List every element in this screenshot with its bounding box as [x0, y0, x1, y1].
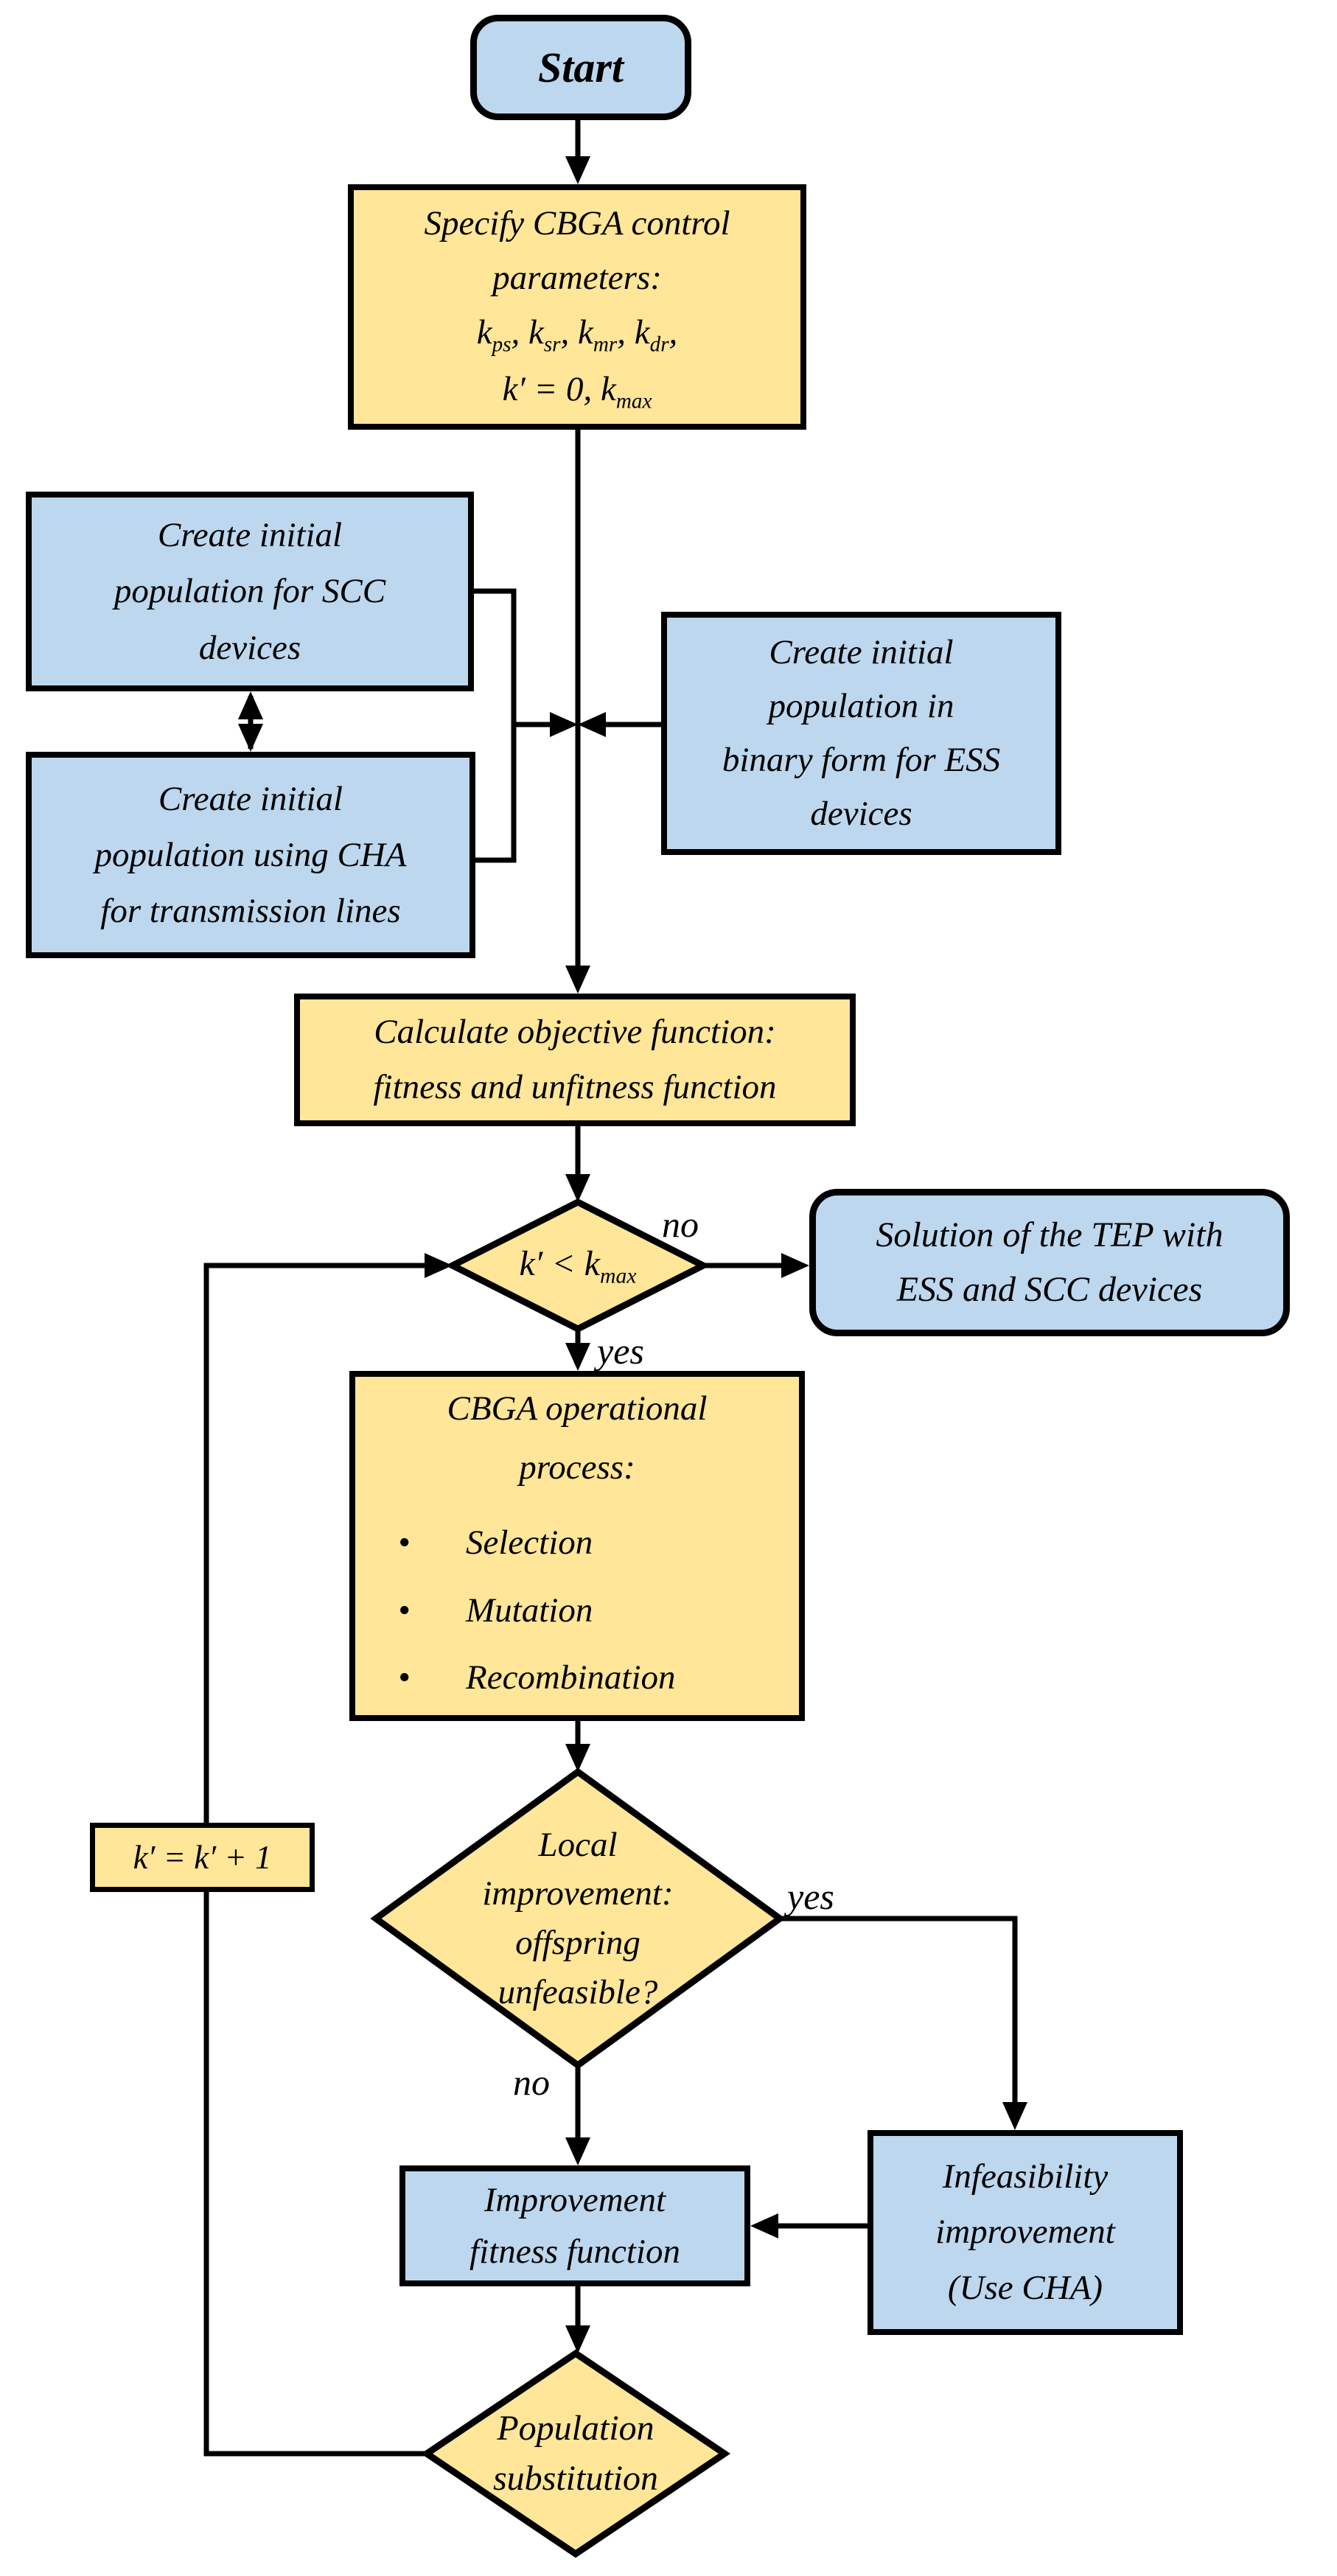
solution-line: Solution of the TEP with [876, 1215, 1223, 1254]
infeasibility-node: Infeasibility improvement (Use CHA) [868, 2130, 1183, 2335]
specify-line1: Specify CBGA control [424, 203, 730, 242]
calc-line: fitness and unfitness function [373, 1068, 777, 1106]
iteration-yes-label: yes [597, 1330, 644, 1372]
arrowhead-bracket-junction [550, 712, 578, 737]
k-increment-label: k′ = k′ + 1 [133, 1838, 272, 1876]
ess-line: devices [810, 794, 912, 833]
ess-line: binary form for ESS [722, 741, 1001, 779]
edge-scc-cha-bracket [474, 588, 517, 863]
calc-objective-node: Calculate objective function: fitness an… [294, 994, 856, 1126]
create-cha-node: Create initial population using CHA for … [26, 752, 475, 958]
local-line: offspring [515, 1924, 640, 1962]
arrowhead-ess-junction [578, 712, 606, 737]
arrowhead-decision-iter [565, 1174, 590, 1202]
start-node: Start [470, 15, 691, 120]
arrowhead-double-up [238, 691, 263, 719]
arrowhead-solution [781, 1253, 809, 1278]
local-line: unfeasible? [498, 1972, 658, 2011]
arrowhead-loop-into-decision [425, 1253, 453, 1278]
calc-line: Calculate objective function: [374, 1012, 776, 1051]
start-label: Start [537, 43, 624, 91]
arrowhead-calc [565, 966, 590, 994]
arrowhead-specify [565, 156, 590, 184]
arrowhead-decision-local [565, 1744, 590, 1772]
specify-init-line: k′ = 0, kmax [502, 369, 652, 413]
cha-line: population using CHA [94, 835, 407, 874]
cha-line: Create initial [158, 779, 343, 818]
solution-node: Solution of the TEP with ESS and SCC dev… [809, 1189, 1290, 1336]
decision-iteration-label: k′ < kmax [519, 1244, 637, 1288]
create-ess-node: Create initial population in binary form… [661, 612, 1061, 855]
arrowhead-cbga [565, 1343, 590, 1371]
ess-line: population in [768, 687, 954, 726]
decision-local-label: Local improvement: offspring unfeasible? [376, 1772, 780, 2065]
fitness-line: Improvement [484, 2180, 666, 2219]
local-line: improvement: [482, 1874, 674, 1913]
local-yes-label: yes [787, 1876, 834, 1917]
cbga-bullet-recombination: •Recombination [355, 1644, 799, 1712]
arrowhead-fitness [565, 2137, 590, 2165]
population-substitution-label: Population substitution [427, 2353, 725, 2554]
cbga-title-line: CBGA operational [447, 1389, 708, 1428]
ess-line: Create initial [769, 633, 954, 672]
scc-line: Create initial [157, 516, 343, 555]
infeasibility-line: Infeasibility [942, 2157, 1109, 2196]
substitution-line: Population [497, 2408, 654, 2448]
k-increment-node: k′ = k′ + 1 [90, 1823, 315, 1892]
infeasibility-line: improvement [935, 2213, 1115, 2252]
bullet-icon: • [398, 1591, 411, 1630]
bullet-icon: • [398, 1658, 411, 1697]
edge-localyes-to-infeasibility [780, 1916, 1018, 2104]
specify-parameters-node: Specify CBGA control parameters: kps, ks… [348, 184, 806, 430]
infeasibility-line: (Use CHA) [947, 2268, 1103, 2307]
local-line: Local [538, 1825, 618, 1864]
arrowhead-double-down [238, 724, 263, 752]
arrowhead-infeasibility [1002, 2102, 1027, 2130]
substitution-line: substitution [492, 2459, 659, 2498]
cha-line: for transmission lines [100, 892, 401, 931]
local-no-label: no [513, 2062, 550, 2103]
bullet-icon: • [398, 1523, 411, 1562]
specify-parameter-symbols: kps, ksr, kmr, kdr, [476, 313, 678, 357]
improvement-fitness-node: Improvement fitness function [399, 2165, 750, 2286]
solution-line: ESS and SCC devices [896, 1270, 1203, 1309]
specify-line2: parameters: [492, 259, 662, 298]
scc-line: population for SCC [114, 572, 386, 611]
cbga-bullet-selection: •Selection [355, 1509, 799, 1577]
scc-line: devices [198, 628, 301, 667]
create-scc-node: Create initial population for SCC device… [26, 492, 474, 691]
cbga-title-line: process: [519, 1448, 635, 1487]
arrowhead-fitness-left [750, 2213, 778, 2238]
cbga-process-node: CBGA operational process: •Selection •Mu… [349, 1371, 805, 1721]
cbga-bullet-mutation: •Mutation [355, 1577, 799, 1645]
arrowhead-substitution [565, 2325, 590, 2353]
fitness-line: fitness function [469, 2233, 680, 2271]
iteration-no-label: no [662, 1204, 699, 1245]
